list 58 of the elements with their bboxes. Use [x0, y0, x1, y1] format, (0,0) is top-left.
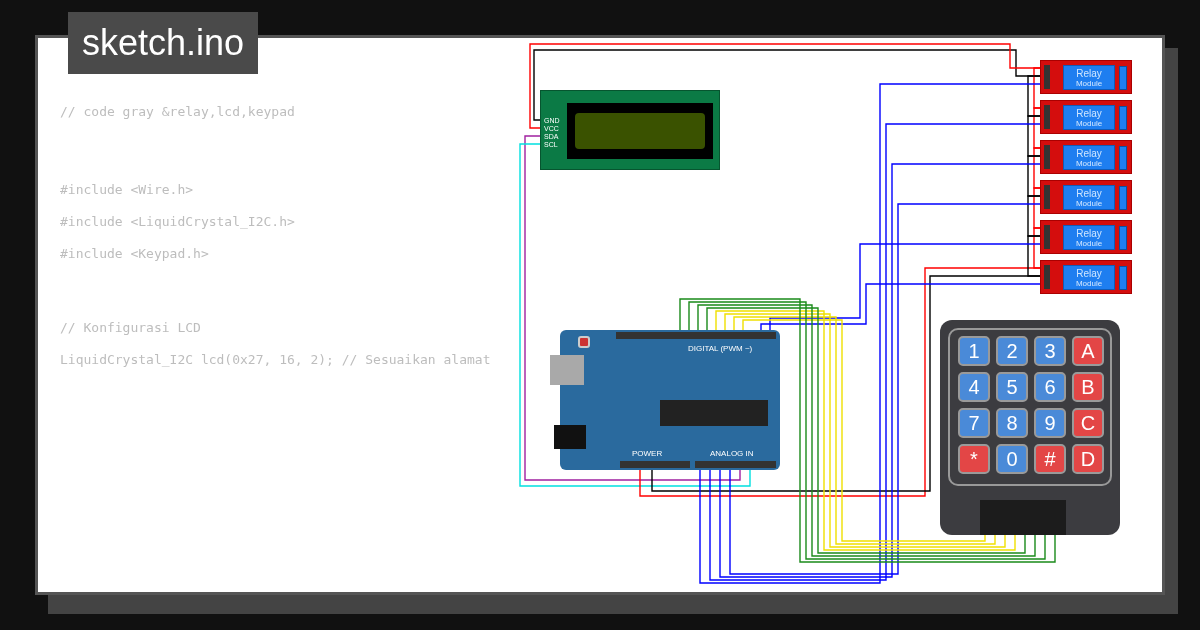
relay-caption: Module	[1075, 278, 1103, 288]
wire	[1027, 235, 1041, 277]
board-label: POWER	[632, 449, 663, 458]
relay-label: Relay	[1076, 267, 1102, 279]
keypad-key: 9	[1034, 408, 1066, 438]
lcd-display	[540, 90, 720, 170]
relay-caption: Module	[1075, 78, 1103, 88]
relay-caption: Module	[1075, 158, 1103, 168]
file-name-tab: sketch.ino	[68, 12, 259, 74]
keypad-key: B	[1072, 372, 1104, 402]
wire	[1033, 67, 1041, 109]
keypad-key: 5	[996, 372, 1028, 402]
code-line: #include <LiquidCrystal_I2C.h>	[60, 214, 295, 229]
relay-label: Relay	[1076, 67, 1102, 79]
wire	[1033, 107, 1041, 149]
keypad-key: *	[958, 444, 990, 474]
keypad-key: C	[1072, 408, 1104, 438]
wire	[1033, 227, 1041, 269]
keypad-key: 1	[958, 336, 990, 366]
keypad-key: 4	[958, 372, 990, 402]
relay-caption: Module	[1075, 238, 1103, 248]
wire	[1033, 147, 1041, 189]
code-line: #include <Wire.h>	[60, 182, 194, 197]
board-label: ANALOG IN	[710, 449, 754, 458]
keypad-key: #	[1034, 444, 1066, 474]
wire	[1027, 195, 1041, 237]
keypad-key: D	[1072, 444, 1104, 474]
code-line: // code gray &relay,lcd,keypad	[60, 104, 295, 119]
keypad-key: 3	[1034, 336, 1066, 366]
keypad-key: 0	[996, 444, 1028, 474]
code-line: LiquidCrystal_I2C lcd(0x27, 16, 2); // Sesuaikan alamat	[60, 352, 491, 367]
wire	[1027, 75, 1041, 117]
code-line: // Konfigurasi LCD	[60, 320, 201, 335]
wire	[769, 243, 1041, 331]
relay-label: Relay	[1076, 187, 1102, 199]
relay-module	[1040, 220, 1132, 254]
relay-caption: Module	[1075, 118, 1103, 128]
wire	[1027, 115, 1041, 157]
relay-caption: Module	[1075, 198, 1103, 208]
relay-module	[1040, 140, 1132, 174]
relay-module	[1040, 60, 1132, 94]
relay-label: Relay	[1076, 227, 1102, 239]
wire	[1033, 187, 1041, 229]
keypad	[940, 320, 1120, 535]
keypad-key: 6	[1034, 372, 1066, 402]
keypad-key: A	[1072, 336, 1104, 366]
keypad-key: 8	[996, 408, 1028, 438]
relay-label: Relay	[1076, 107, 1102, 119]
keypad-key: 2	[996, 336, 1028, 366]
wire	[760, 283, 1041, 331]
relay-module	[1040, 180, 1132, 214]
keypad-key: 7	[958, 408, 990, 438]
code-line: #include <Keypad.h>	[60, 246, 209, 261]
relay-module	[1040, 100, 1132, 134]
wire	[1027, 155, 1041, 197]
relay-label: Relay	[1076, 147, 1102, 159]
board-label: DIGITAL (PWM ~)	[688, 344, 753, 353]
relay-module	[1040, 260, 1132, 294]
